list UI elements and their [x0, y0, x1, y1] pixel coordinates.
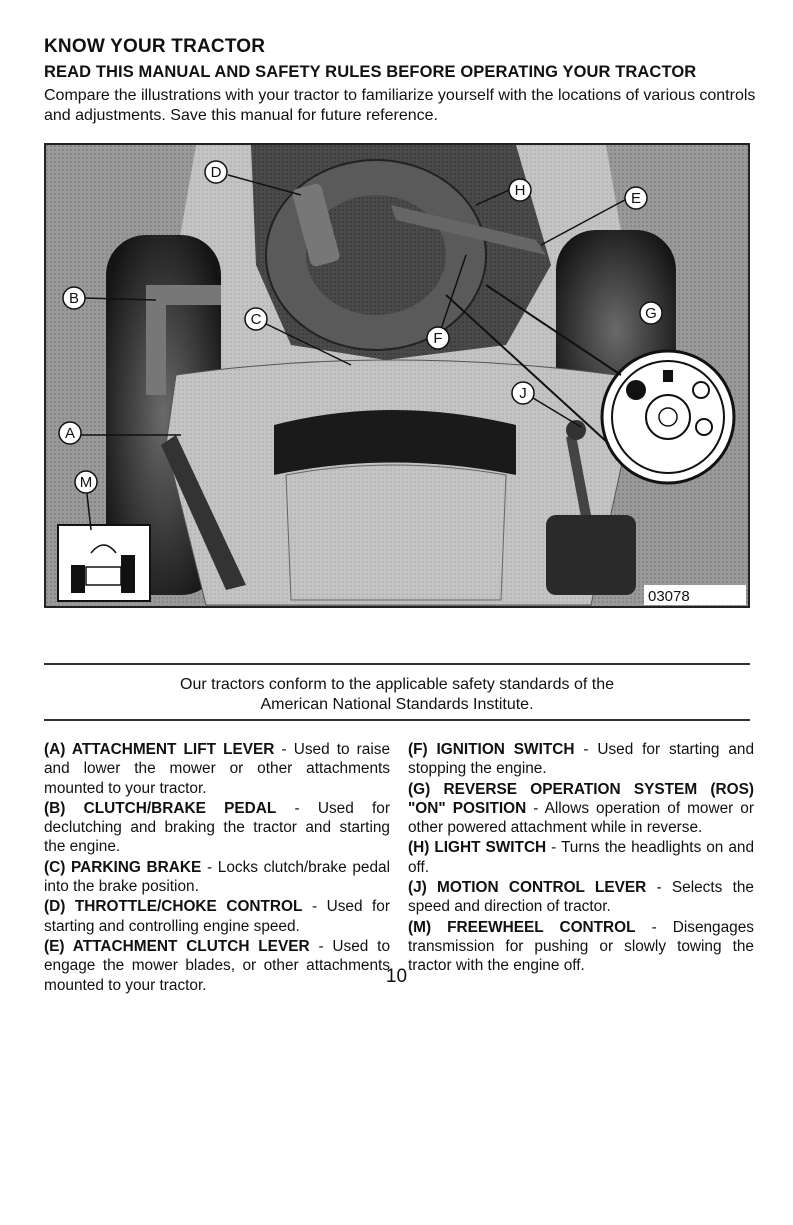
page-number: 10	[385, 966, 408, 987]
cup-holder	[546, 515, 636, 595]
throttle-lever	[292, 183, 340, 267]
svg-text:B: B	[69, 290, 79, 307]
conformance-line-1: Our tractors conform to the applicable s…	[180, 676, 614, 693]
callout-m: M	[74, 470, 98, 494]
ros-icon	[663, 370, 673, 382]
callout-h: H	[508, 178, 532, 202]
svg-text:H: H	[515, 182, 526, 199]
desc-ignition-switch: (F) IGNITION SWITCH - Used for starting …	[408, 741, 755, 778]
callout-j: J	[511, 381, 535, 405]
callout-b: B	[62, 286, 86, 310]
svg-text:E: E	[631, 190, 641, 207]
svg-text:J: J	[519, 385, 527, 402]
svg-text:G: G	[645, 305, 657, 322]
svg-text:M: M	[80, 474, 93, 491]
desc-attachment-clutch-lever: (E) ATTACHMENT CLUTCH LEVER - Used to en…	[44, 937, 390, 994]
desc-parking-brake: (C) PARKING BRAKE - Locks clutch/brake p…	[44, 858, 390, 896]
callout-d: D	[204, 160, 228, 184]
callout-a: A	[58, 421, 82, 445]
safety-warning-heading: READ THIS MANUAL AND SAFETY RULES BEFORE…	[44, 63, 697, 81]
descriptions-left-column: (A) ATTACHMENT LIFT LEVER - Used to rais…	[44, 740, 390, 996]
desc-attachment-lift-lever: (A) ATTACHMENT LIFT LEVER - Used to rais…	[44, 741, 390, 797]
descriptions-right-column: (F) IGNITION SWITCH - Used for starting …	[408, 740, 754, 996]
conformance-line-2: American National Standards Institute.	[260, 696, 534, 713]
freewheel-rod	[85, 566, 122, 586]
svg-text:C: C	[251, 311, 262, 328]
stop-icon	[626, 380, 646, 400]
page-title: KNOW YOUR TRACTOR	[44, 36, 266, 57]
control-descriptions: (A) ATTACHMENT LIFT LEVER - Used to rais…	[44, 740, 754, 996]
conformance-statement: Our tractors conform to the applicable s…	[44, 675, 750, 715]
svg-text:A: A	[65, 425, 75, 442]
figure-id-label: 03078	[648, 588, 690, 605]
desc-motion-control-lever: (J) MOTION CONTROL LEVER - Selects the s…	[408, 879, 754, 916]
tractor-illustration-svg: D H E B C G F	[46, 145, 748, 606]
attachment-lift-lever	[161, 435, 246, 590]
desc-reverse-operation-system: (G) REVERSE OPERATION SYSTEM (ROS) "ON" …	[408, 780, 754, 837]
intro-paragraph: Compare the illustrations with your trac…	[44, 87, 756, 124]
desc-freewheel-control: (M) FREEWHEEL CONTROL - Disengages trans…	[408, 918, 754, 975]
seat-back	[274, 410, 516, 475]
callout-f: F	[426, 326, 450, 350]
svg-text:F: F	[433, 330, 442, 347]
svg-text:D: D	[211, 164, 222, 181]
steering-hub	[306, 195, 446, 315]
clutch-brake-pedal	[146, 285, 221, 395]
callout-c: C	[244, 307, 268, 331]
callout-e: E	[624, 186, 648, 210]
desc-throttle-choke-control: (D) THROTTLE/CHOKE CONTROL - Used for st…	[44, 898, 390, 935]
seat-cushion	[285, 464, 507, 601]
ignition-key-slot	[645, 394, 691, 440]
start-icon	[695, 418, 713, 436]
tractor-controls-illustration: D H E B C G F	[44, 143, 750, 608]
callout-g: G	[639, 301, 663, 325]
motion-control-knob	[566, 420, 586, 440]
desc-light-switch: (H) LIGHT SWITCH - Turns the headlights …	[408, 839, 755, 876]
light-icon	[692, 381, 710, 399]
motion-control-lever	[566, 435, 591, 517]
desc-clutch-brake-pedal: (B) CLUTCH/BRAKE PEDAL - Used for declut…	[44, 799, 390, 856]
attachment-clutch-lever	[391, 205, 546, 255]
divider-bottom	[44, 719, 750, 721]
divider-top	[44, 663, 750, 665]
